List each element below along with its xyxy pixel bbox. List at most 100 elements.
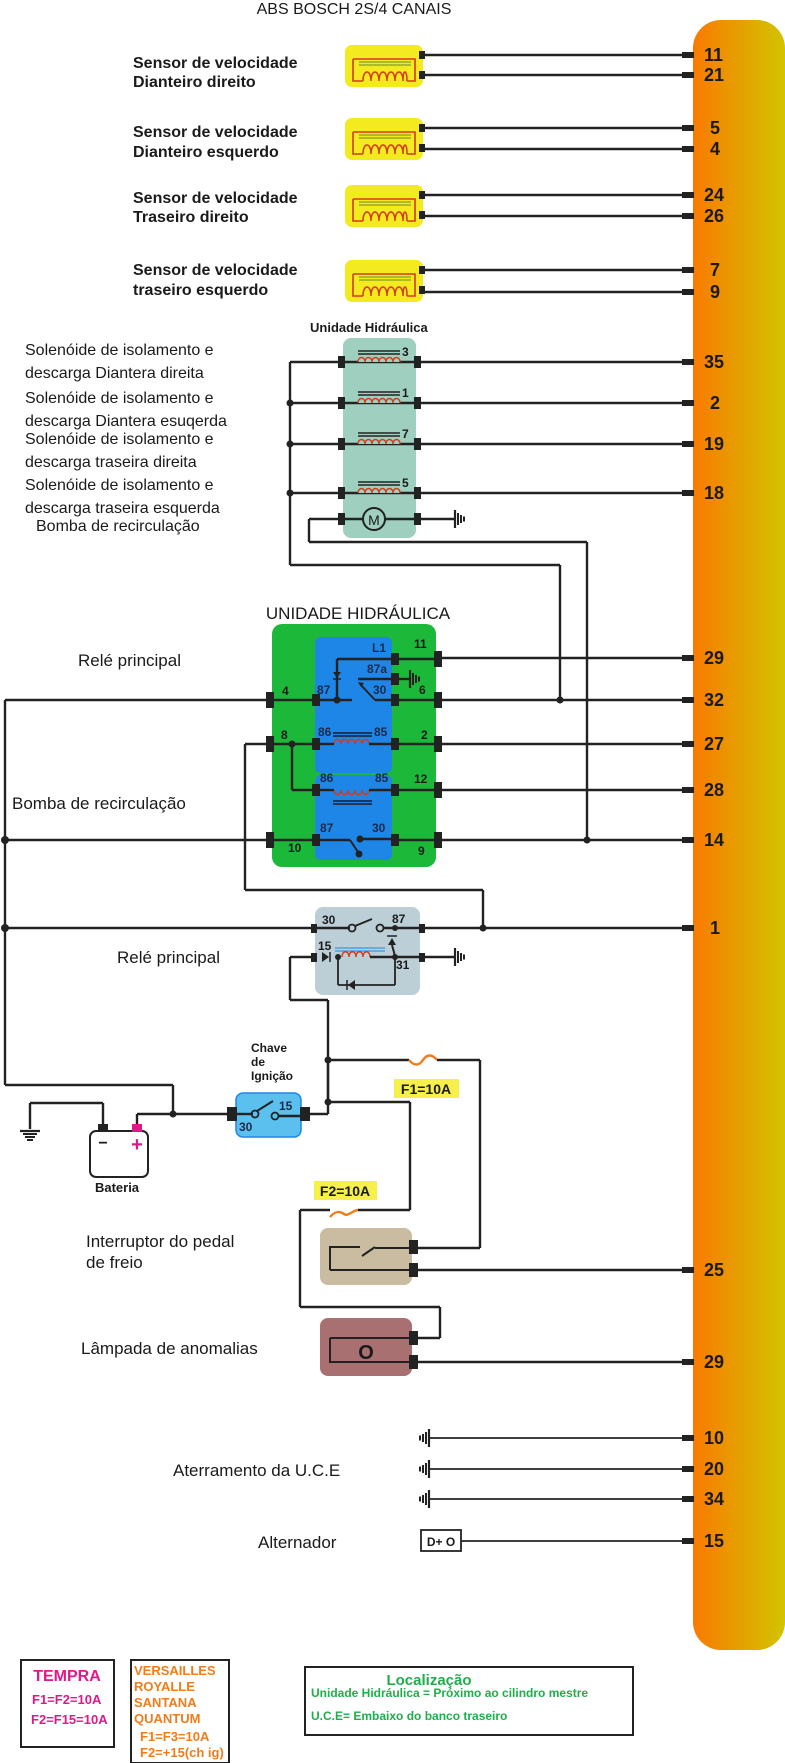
ecu-ground-label: Aterramento da U.C.E <box>173 1461 340 1480</box>
sensor-coil-icon <box>344 117 426 161</box>
fuse-label-bg <box>394 1079 459 1098</box>
ecu-pin: 19 <box>704 434 724 454</box>
relay-principal-label: Relé principal <box>78 651 181 670</box>
main-relay: Relé principal 1 30 87 15 31 <box>1 907 720 1105</box>
terminal-label: 87 <box>320 821 334 835</box>
ecu-pin: 20 <box>704 1459 724 1479</box>
ecu-pin: 29 <box>704 648 724 668</box>
brake-pedal-switch: Interruptor do pedal de freio 25 <box>86 1228 724 1285</box>
hydraulic-unit-relays-title: UNIDADE HIDRÁULICA <box>266 604 451 623</box>
ecu-pin: 26 <box>704 206 724 226</box>
ecu-pin: 11 <box>704 45 723 65</box>
ground-icon <box>418 1458 431 1480</box>
terminal-label: L1 <box>372 641 386 655</box>
legend-location: Localização Unidade Hidráulica = Próximo… <box>304 1666 634 1736</box>
ground-icon <box>418 1427 431 1449</box>
ecu-ground: Aterramento da U.C.E 10 20 34 <box>173 1427 724 1510</box>
legend-line: VERSAILLES <box>134 1663 216 1678</box>
solenoid-label-line1: Solenóide de isolamento e <box>25 477 214 494</box>
ecu-pin: 24 <box>704 185 724 205</box>
ecu-pin: 9 <box>710 282 720 302</box>
connector-pin: 11 <box>414 637 427 651</box>
fuse-icon <box>329 1208 359 1218</box>
connector-pin: 10 <box>288 841 302 855</box>
terminal-label: 85 <box>374 725 388 739</box>
sensor-label-line1: Sensor de velocidade <box>133 124 298 141</box>
terminal-label: 30 <box>372 821 386 835</box>
legend-location-title: Localização <box>386 1672 471 1689</box>
connector-pin: 4 <box>282 684 289 698</box>
battery-negative-terminal: − <box>98 1135 107 1152</box>
solenoid-label-line2: descarga traseira direita <box>25 454 197 471</box>
connector-pin: 12 <box>414 772 428 786</box>
ecu-pin: 2 <box>710 393 720 413</box>
coil-number: 1 <box>402 386 409 400</box>
pump-relay-label: Bomba de recirculação <box>12 794 186 813</box>
fuse-icon <box>408 1054 438 1066</box>
legend-vw: VERSAILLES ROYALLE SANTANA QUANTUM F1=F3… <box>130 1659 230 1763</box>
solenoid-front-right: Solenóide de isolamento e descarga Diant… <box>25 342 724 382</box>
battery-positive-terminal: + <box>131 1134 143 1156</box>
legend-tempra-title: TEMPRA <box>33 1668 101 1685</box>
fuse-label: F2=10A <box>320 1183 370 1199</box>
solenoid-label-line1: Solenóide de isolamento e <box>25 342 214 359</box>
lamp-icon: O <box>358 1342 374 1364</box>
hydraulic-unit-solenoids: Unidade Hidráulica Solenóide de isolamen… <box>25 320 724 838</box>
ecu-pin: 1 <box>710 918 720 938</box>
legend-line: ROYALLE <box>134 1679 195 1694</box>
ecu-pin: 32 <box>704 690 724 710</box>
legend-line: QUANTUM <box>134 1711 200 1726</box>
ecu-module <box>693 20 785 1650</box>
alternator: Alternador D+ O 15 <box>258 1529 724 1552</box>
battery-label: Bateria <box>95 1180 140 1195</box>
solenoid-label-line2: descarga traseira esquerda <box>25 500 220 517</box>
terminal-label: 30 <box>322 913 336 927</box>
ecu-pin: 7 <box>710 260 720 280</box>
terminal-label: 87a <box>367 662 387 676</box>
terminal-label: 15 <box>318 939 332 953</box>
fuse-f1: F1=10A <box>328 1054 482 1248</box>
sensor-label-line1: Sensor de velocidade <box>133 190 298 207</box>
terminal-label: 87 <box>392 912 406 926</box>
sensor-coil-icon <box>344 184 426 228</box>
brake-switch-label-line1: Interruptor do pedal <box>86 1232 234 1251</box>
ignition-label-line: Ignição <box>251 1069 293 1083</box>
terminal-label: 86 <box>320 771 334 785</box>
solenoid-label-line2: descarga Diantera direita <box>25 365 204 382</box>
ecu-pin: 25 <box>704 1260 724 1280</box>
motor-symbol: M <box>368 512 380 528</box>
battery: − + Bateria <box>5 1083 227 1195</box>
ecu-pin: 18 <box>704 483 724 503</box>
terminal-label: 86 <box>318 725 332 739</box>
ground-icon <box>453 946 466 968</box>
coil-number: 7 <box>402 427 409 441</box>
sensor-label-line2: Dianteiro direito <box>133 74 256 91</box>
sensor-label-line2: traseiro esquerdo <box>133 282 268 299</box>
main-relay-label: Relé principal <box>117 948 220 967</box>
hydraulic-unit-title: Unidade Hidráulica <box>310 320 429 335</box>
wheel-sensor-rear-left: Sensor de velocidade traseiro esquerdo 7… <box>133 259 720 303</box>
ecu-pin: 34 <box>704 1489 724 1509</box>
ecu-pin: 27 <box>704 734 724 754</box>
sensor-label-line1: Sensor de velocidade <box>133 55 298 72</box>
wheel-sensor-front-right: Sensor de velocidade Dianteiro direito 1… <box>133 44 724 91</box>
ecu-pin: 35 <box>704 352 724 372</box>
ignition-switch: Chave de Ignição 30 15 <box>227 1041 332 1138</box>
hydraulic-unit-relays: UNIDADE HIDRÁULICA Relé principal Bomba … <box>1 604 724 1085</box>
connector-pin: 8 <box>281 728 288 742</box>
coil-number: 3 <box>402 345 409 359</box>
ground-icon <box>453 508 466 530</box>
fuse-f2: F2=10A <box>298 1100 442 1340</box>
ecu-pin: 15 <box>704 1531 724 1551</box>
terminal-label: 85 <box>375 771 389 785</box>
ecu-pin: 29 <box>704 1352 724 1372</box>
solenoid-rear-right: Solenóide de isolamento e descarga trase… <box>25 427 724 471</box>
solenoid-label-line2: descarga Diantera esuqerda <box>25 413 227 430</box>
diagram-title: ABS BOSCH 2S/4 CANAIS <box>257 1 452 18</box>
abs-warning-lamp: Lâmpada de anomalias O 29 <box>81 1318 724 1376</box>
warning-lamp-label: Lâmpada de anomalias <box>81 1339 258 1358</box>
legend-line: Unidade Hidráulica = Próximo ao cilindro… <box>311 1686 588 1700</box>
ecu-pin: 10 <box>704 1428 724 1448</box>
solenoid-front-left: Solenóide de isolamento e descarga Diant… <box>25 386 720 430</box>
